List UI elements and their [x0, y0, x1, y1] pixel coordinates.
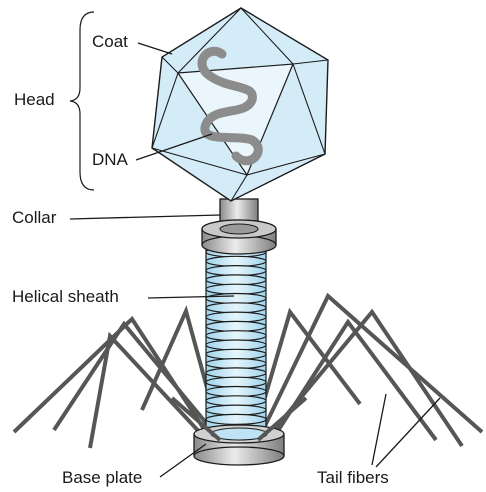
sheath-ring	[206, 396, 266, 406]
sheath-ring	[206, 331, 266, 341]
label-tail-fibers: Tail fibers	[317, 469, 389, 486]
leader-collar	[70, 215, 220, 219]
sheath-ring	[206, 275, 266, 285]
sheath-ring	[206, 387, 266, 397]
sheath-ring	[206, 303, 266, 313]
leader-coat	[138, 43, 172, 54]
sheath-ring	[206, 294, 266, 304]
label-helical-sheath: Helical sheath	[12, 288, 119, 305]
label-coat: Coat	[92, 33, 128, 50]
collar	[202, 199, 276, 254]
sheath-ring	[206, 266, 266, 276]
head-capsid	[152, 8, 328, 201]
sheath-ring	[206, 359, 266, 369]
tail-fiber-right-4	[272, 322, 436, 440]
label-base-plate: Base plate	[62, 469, 142, 486]
sheath-ring	[206, 368, 266, 378]
sheath-ring	[206, 312, 266, 322]
sheath-ring	[206, 256, 266, 266]
helical-sheath	[206, 247, 266, 432]
sheath-ring	[206, 321, 266, 331]
head-bracket	[70, 12, 94, 190]
sheath-ring	[206, 405, 266, 415]
sheath-ring	[206, 284, 266, 294]
label-collar: Collar	[12, 209, 56, 226]
sheath-ring	[206, 340, 266, 350]
sheath-ring	[206, 377, 266, 387]
label-dna: DNA	[92, 151, 128, 168]
sheath-ring	[206, 414, 266, 424]
label-head: Head	[14, 91, 55, 108]
leader-fibers-1	[372, 394, 386, 465]
tail-fiber-right-3	[268, 312, 462, 446]
sheath-ring	[206, 349, 266, 359]
